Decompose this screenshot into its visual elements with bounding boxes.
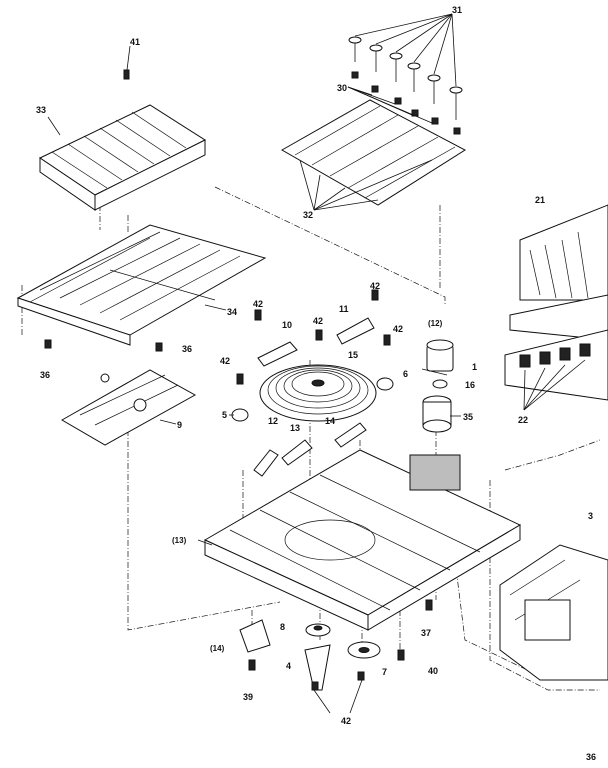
label-31: 31 (452, 5, 462, 15)
leader-lines (47, 13, 586, 714)
part-15-reel (259, 364, 377, 422)
label-6: 6 (403, 369, 408, 379)
label-15: 15 (348, 350, 358, 360)
label-33: 33 (36, 105, 46, 115)
label-36-a: 36 (182, 344, 192, 354)
label-10: 10 (282, 320, 292, 330)
label-42-d: 42 (393, 324, 403, 334)
bottom-parts (239, 619, 381, 691)
label-42-c: 42 (313, 316, 323, 326)
part-32-brackets (280, 99, 466, 206)
part-21-assembly (504, 204, 608, 401)
label-37: 37 (421, 628, 431, 638)
label-42-f: 42 (341, 716, 351, 726)
label-1: 1 (472, 362, 477, 372)
label-8: 8 (280, 622, 285, 632)
label-5: 5 (222, 410, 227, 420)
label-21: 21 (535, 195, 545, 205)
label-42-a: 42 (370, 281, 380, 291)
label-9: 9 (177, 420, 182, 430)
label-32: 32 (303, 210, 313, 220)
label-13-circled: (13) (172, 536, 187, 545)
part-9-plate (60, 369, 197, 446)
main-chassis (203, 449, 522, 631)
label-41: 41 (130, 37, 140, 47)
part-labels: 31 41 33 30 32 21 34 42 11 42 42 10 42 (… (36, 5, 596, 762)
label-39: 39 (243, 692, 253, 702)
small-screws (44, 289, 433, 691)
label-11: 11 (339, 304, 349, 314)
page-number: 36 (586, 752, 596, 762)
label-34: 34 (227, 307, 237, 317)
right-lower-mechanism (499, 544, 608, 681)
label-42-b: 42 (253, 299, 263, 309)
label-7: 7 (382, 667, 387, 677)
label-12-circled: (12) (428, 319, 443, 328)
label-16: 16 (465, 380, 475, 390)
label-22: 22 (518, 415, 528, 425)
part-gears (231, 339, 454, 433)
label-13: 13 (290, 423, 300, 433)
label-30: 30 (337, 83, 347, 93)
label-3: 3 (588, 511, 593, 521)
label-14-circled: (14) (210, 644, 225, 653)
label-14: 14 (325, 416, 335, 426)
label-4: 4 (286, 661, 291, 671)
part-levers (253, 317, 375, 477)
label-36-b: 36 (40, 370, 50, 380)
part-34-frame (16, 224, 267, 346)
label-12: 12 (268, 416, 278, 426)
label-42-e: 42 (220, 356, 230, 366)
label-35: 35 (463, 412, 473, 422)
part-31-screws (348, 36, 463, 135)
part-33-tray (38, 69, 207, 211)
label-40: 40 (428, 666, 438, 676)
